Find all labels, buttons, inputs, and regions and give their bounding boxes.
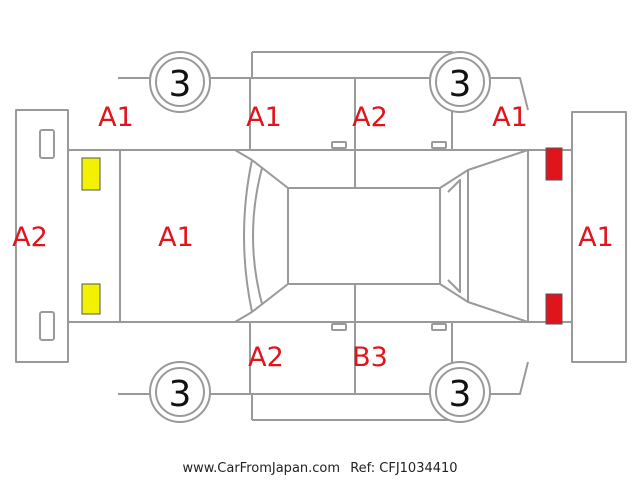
headlight-left bbox=[81, 157, 101, 191]
label-rear-bumper: A1 bbox=[578, 222, 614, 253]
tire-front-left-code: 3 bbox=[169, 64, 192, 105]
label-rear-door-right: B3 bbox=[352, 342, 388, 373]
taillight-right bbox=[545, 293, 563, 325]
footer-ref: Ref: CFJ1034410 bbox=[350, 461, 457, 476]
label-front-bumper: A2 bbox=[12, 222, 48, 253]
label-rear-door-left: A2 bbox=[352, 102, 388, 133]
tire-rear-right: 3 bbox=[429, 361, 491, 423]
label-front-door-left: A1 bbox=[246, 102, 282, 133]
label-front-fender-left: A1 bbox=[98, 102, 134, 133]
headlight-right bbox=[81, 283, 101, 315]
tire-front-right-code: 3 bbox=[169, 374, 192, 415]
cabin-top bbox=[243, 159, 469, 313]
rear-bumper bbox=[571, 111, 627, 363]
tire-front-right: 3 bbox=[149, 361, 211, 423]
footer-text: www.CarFromJapan.com Ref: CFJ1034410 bbox=[182, 461, 457, 476]
taillight-left bbox=[545, 147, 563, 181]
label-front-door-right: A2 bbox=[248, 342, 284, 373]
label-rear-fender-left: A1 bbox=[492, 102, 528, 133]
tire-rear-left: 3 bbox=[429, 51, 491, 113]
tire-rear-left-code: 3 bbox=[449, 64, 472, 105]
footer-website: www.CarFromJapan.com bbox=[182, 461, 340, 476]
label-hood: A1 bbox=[158, 222, 194, 253]
tire-front-left: 3 bbox=[149, 51, 211, 113]
front-bumper bbox=[15, 109, 69, 363]
tire-rear-right-code: 3 bbox=[449, 374, 472, 415]
